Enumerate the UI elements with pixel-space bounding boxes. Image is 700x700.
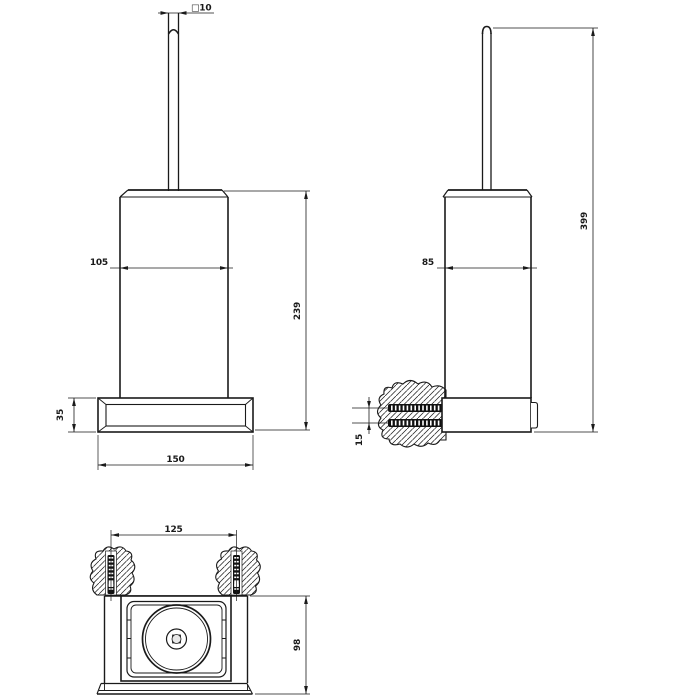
base-outer bbox=[97, 397, 254, 433]
dim-label-overall-height: 239 bbox=[293, 302, 303, 320]
body-inner-rim-1 bbox=[126, 600, 227, 678]
arrowhead bbox=[367, 423, 371, 430]
dimension-screw-spacing: 125 bbox=[110, 525, 237, 546]
bracket-cover-cap bbox=[531, 401, 539, 429]
holder-opening-inner-circle bbox=[145, 607, 208, 671]
dim-label-body-depth: 85 bbox=[422, 258, 434, 268]
arrowhead bbox=[367, 401, 371, 408]
lid-bevels bbox=[442, 189, 533, 198]
arrowhead bbox=[445, 266, 453, 270]
dim-label-base-width: 150 bbox=[166, 455, 184, 465]
holder-body-top bbox=[120, 595, 232, 682]
handle-edges bbox=[481, 33, 492, 190]
handle-cap-seam bbox=[167, 28, 180, 35]
dimension-overall-height: 239 bbox=[224, 190, 310, 431]
dim-label-depth: 98 bbox=[293, 639, 303, 651]
base-plate-bevels bbox=[96, 683, 253, 695]
bracket-side-edges bbox=[103, 596, 249, 683]
arrowhead bbox=[304, 686, 308, 694]
front-view: □10 105 bbox=[56, 4, 310, 470]
side-view: 85 15 399 bbox=[352, 25, 598, 448]
base-bevels bbox=[97, 397, 254, 433]
base-plate-top bbox=[96, 682, 253, 695]
holder-lid-front bbox=[119, 189, 229, 198]
dim-label-screw-offset: 15 bbox=[355, 434, 365, 446]
dimension-base-width: 150 bbox=[97, 435, 254, 470]
wall-bracket-side bbox=[441, 397, 539, 433]
arrowhead bbox=[120, 266, 128, 270]
arrowhead bbox=[304, 191, 308, 199]
arrowhead bbox=[220, 266, 228, 270]
screw-axis-lines bbox=[110, 546, 237, 601]
wall-section-hatch bbox=[376, 379, 447, 448]
arrowhead bbox=[111, 533, 119, 537]
dim-label-body-width: 105 bbox=[90, 258, 108, 268]
top-view: 125 bbox=[89, 525, 310, 695]
base-inner bbox=[105, 403, 247, 427]
handle-cap bbox=[481, 25, 492, 35]
dimension-screw-offset: 15 bbox=[355, 397, 371, 446]
rim-tick-marks bbox=[127, 619, 226, 659]
holder-body-side bbox=[444, 197, 532, 398]
lid-bevels bbox=[119, 189, 229, 198]
arrowhead bbox=[228, 533, 237, 537]
brush-handle-side bbox=[481, 25, 492, 190]
screw-anchor-upper bbox=[388, 404, 443, 412]
arrowhead bbox=[72, 424, 76, 432]
bracket-body bbox=[441, 397, 532, 433]
holder-opening-outer-circle bbox=[141, 604, 212, 674]
dimension-handle-square: □10 bbox=[158, 4, 214, 15]
holder-body-front bbox=[119, 197, 229, 398]
arrowhead bbox=[591, 424, 595, 432]
holder-base-front bbox=[97, 397, 254, 433]
extension-lines bbox=[250, 595, 310, 695]
center-hub-pin bbox=[171, 634, 182, 644]
arrowhead bbox=[523, 266, 531, 270]
arrowhead bbox=[245, 463, 253, 467]
extension-lines bbox=[493, 27, 598, 433]
extension-lines bbox=[224, 190, 310, 431]
dim-label-base-height: 35 bbox=[56, 409, 66, 421]
screw-anchor-lower bbox=[388, 419, 443, 427]
arrowhead bbox=[98, 463, 106, 467]
arrowhead bbox=[304, 422, 308, 430]
arrowhead bbox=[72, 398, 76, 406]
mounting-plug-right bbox=[215, 546, 261, 596]
dim-label-handle-square: □10 bbox=[191, 4, 211, 14]
dimension-total-height: 399 bbox=[493, 27, 598, 433]
dim-label-total-height: 399 bbox=[580, 212, 590, 230]
dimension-depth: 98 bbox=[250, 595, 310, 695]
holder-lid-side bbox=[442, 189, 533, 198]
brush-handle-front bbox=[167, 13, 180, 191]
extension-lines bbox=[68, 397, 96, 433]
mounting-plug-left bbox=[89, 546, 136, 596]
base-plate-ticks bbox=[104, 683, 248, 691]
dimension-body-depth: 85 bbox=[422, 258, 537, 270]
dimension-base-height: 35 bbox=[56, 397, 96, 433]
dimension-body-width: 105 bbox=[90, 258, 233, 270]
arrowhead bbox=[304, 596, 308, 604]
dim-label-screw-spacing: 125 bbox=[164, 525, 182, 535]
body-edges bbox=[444, 197, 532, 398]
arrowhead bbox=[591, 28, 595, 36]
arrowhead bbox=[160, 11, 169, 15]
extension-lines bbox=[97, 435, 254, 470]
arrowhead bbox=[178, 11, 187, 15]
extension-lines bbox=[110, 530, 237, 546]
